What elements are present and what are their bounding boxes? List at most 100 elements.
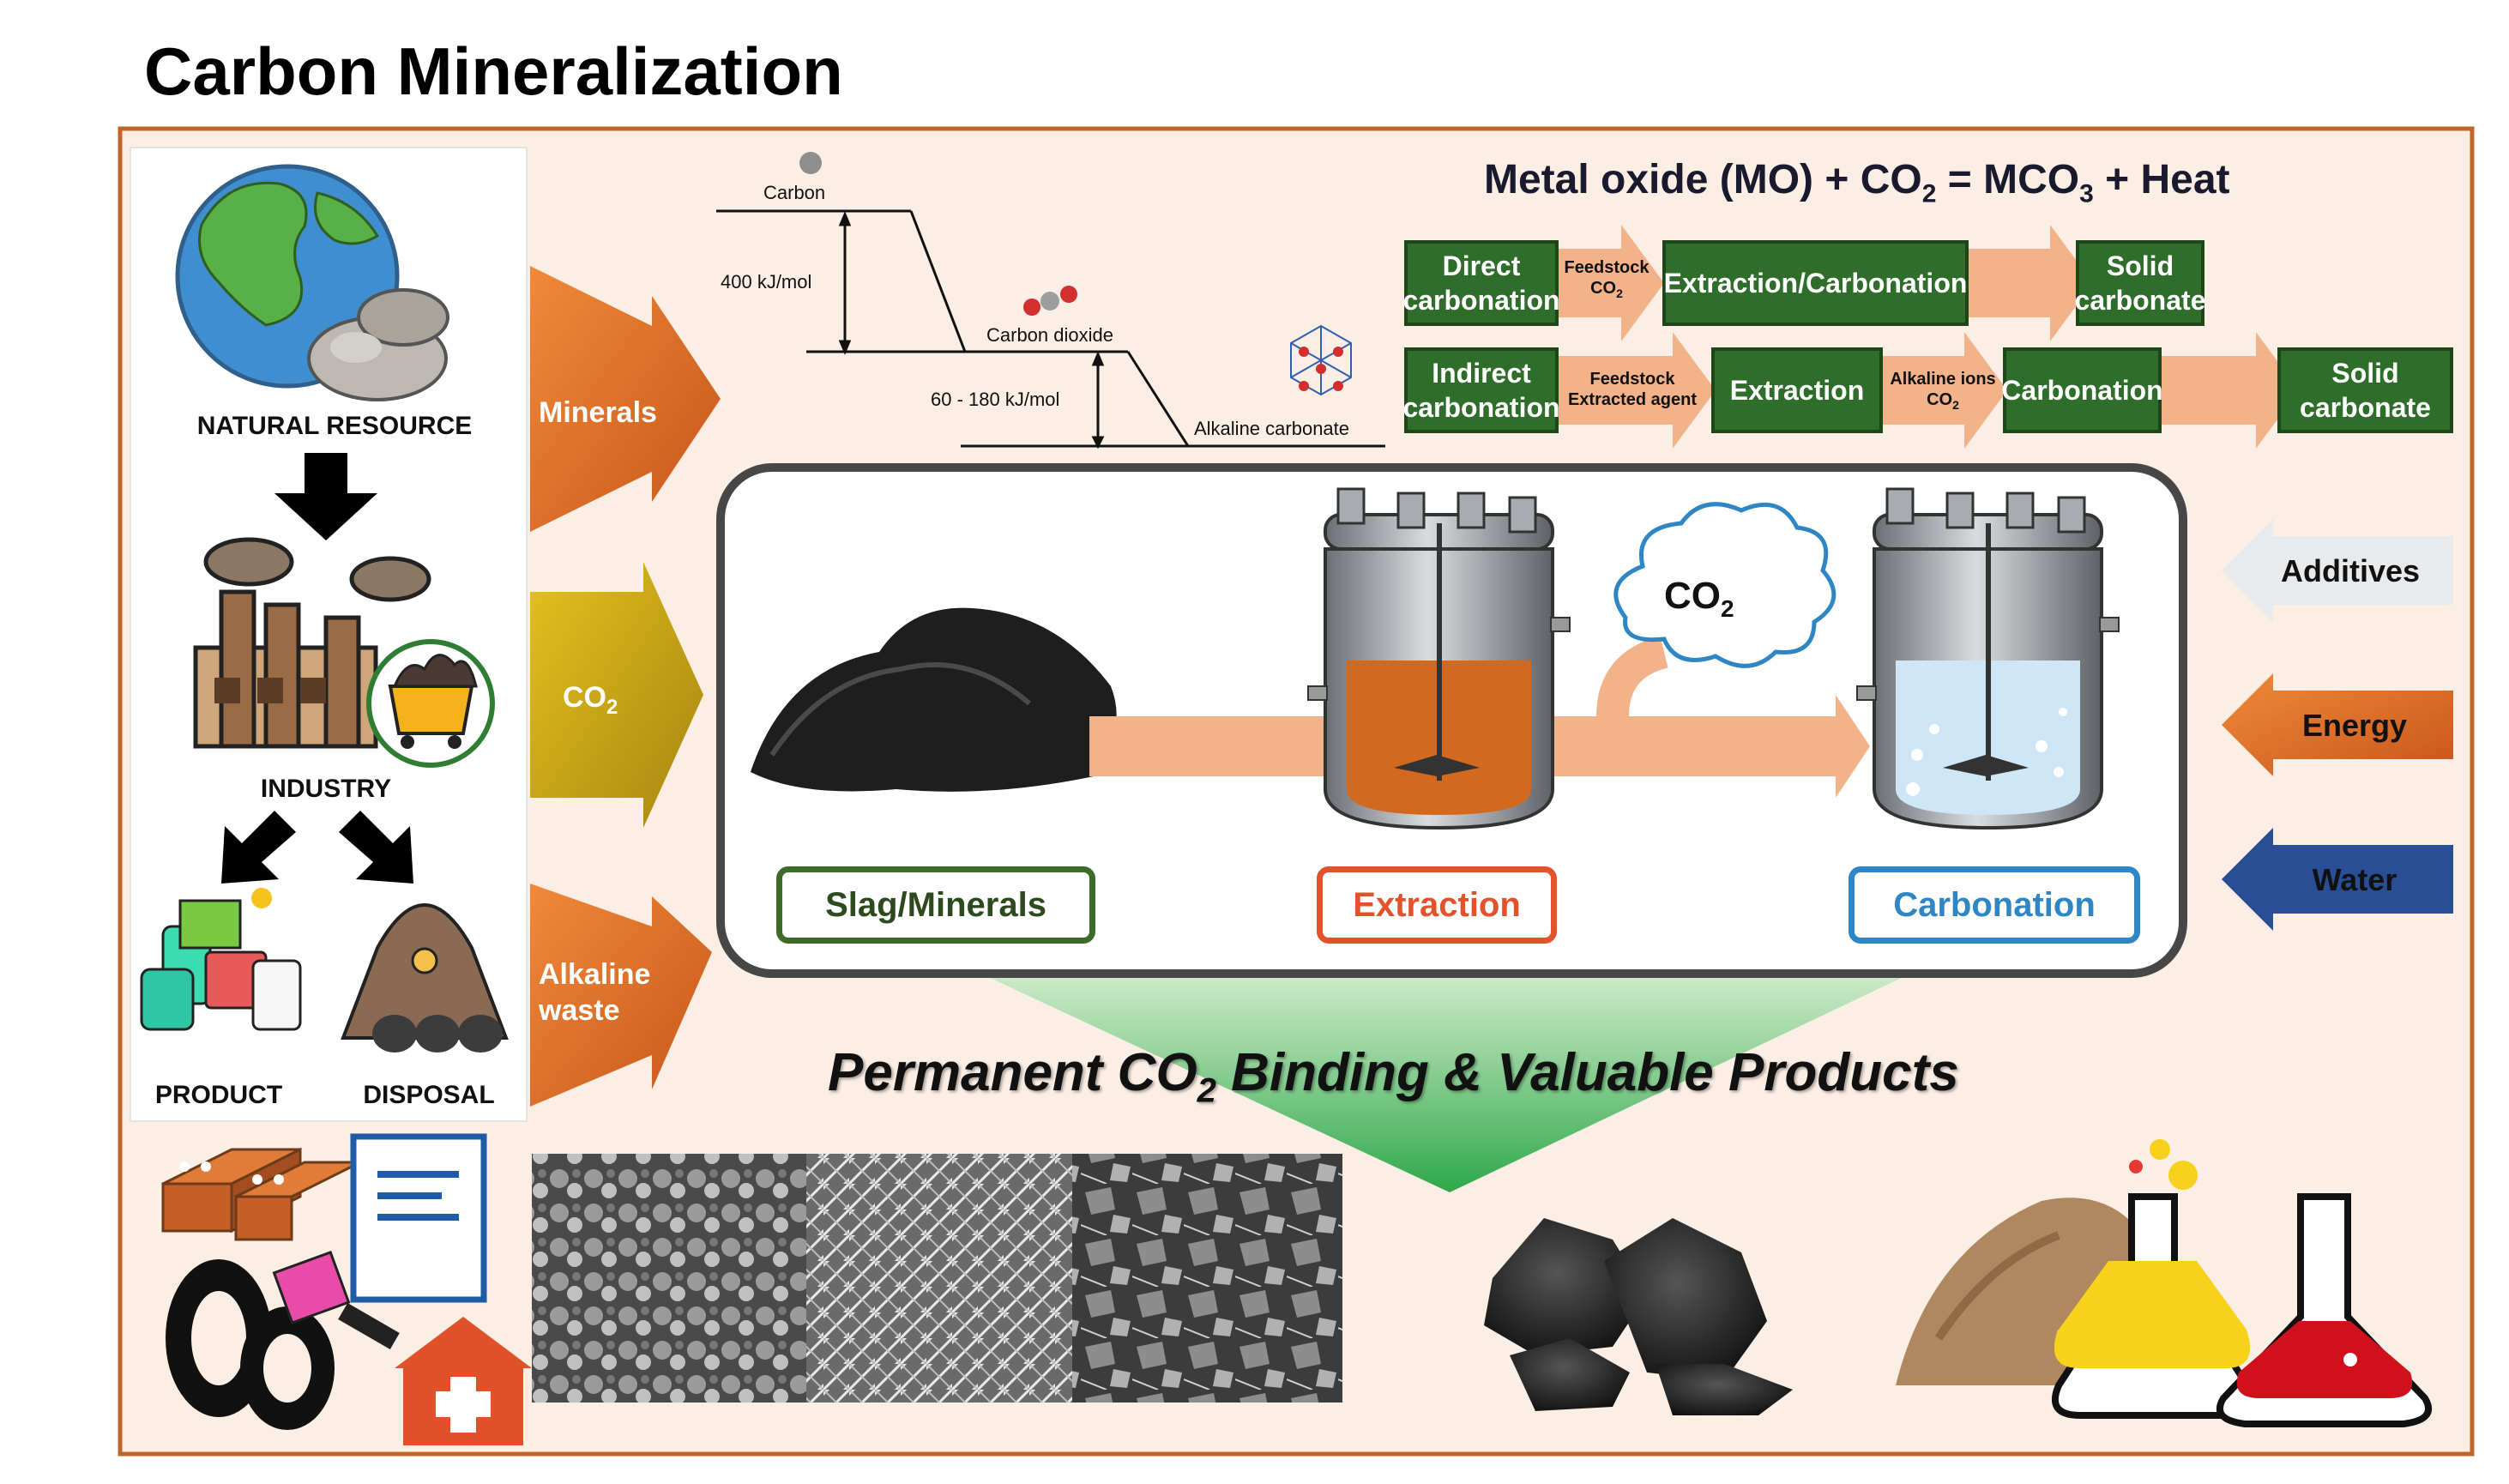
- co2-text: CO: [563, 681, 606, 714]
- banner-subscript: 2: [1197, 1071, 1216, 1110]
- box-extraction: Extraction: [1711, 347, 1883, 433]
- factory-icon: [193, 537, 431, 749]
- label-carbon: Carbon: [763, 182, 826, 203]
- label-alkaline-carbonate: Alkaline carbonate: [1194, 418, 1350, 439]
- reactor-icon: [1307, 487, 1571, 830]
- indirect-process-2: Carbonation: [2001, 375, 2163, 406]
- direct-label-1: Direct: [1442, 250, 1521, 281]
- reactor-icon-2: [1856, 487, 2120, 830]
- paint-icon: [272, 1250, 400, 1350]
- equation-part-1: Metal oxide (MO) + CO: [1484, 157, 1922, 202]
- down-left-arrow-icon: [221, 811, 296, 884]
- flask-icon-2: [2216, 1193, 2433, 1427]
- box-direct-solid-carbonate: Solid carbonate: [2074, 240, 2206, 326]
- co2-arrow: [530, 562, 703, 828]
- stage-carbonation: Carbonation: [1849, 866, 2140, 944]
- water-arrow: [2222, 828, 2453, 931]
- additives-arrow: [2222, 519, 2453, 622]
- carbon-atom: [799, 152, 822, 174]
- indirect-product-2: carbonate: [2300, 392, 2431, 423]
- slag-pile: [751, 607, 1117, 792]
- equation-part-3: + Heat: [2093, 157, 2230, 202]
- alkaline-waste-arrow: [530, 884, 712, 1107]
- indirect-feed-1: Feedstock: [1589, 370, 1675, 389]
- co2-cloud-text: CO: [1664, 575, 1721, 617]
- indirect-arrow-1: [1557, 332, 1716, 449]
- indirect-product-1: Solid: [2331, 358, 2399, 389]
- direct-product-2: carbonate: [2074, 285, 2206, 316]
- energy-arrow: [2222, 673, 2453, 776]
- sem-image-2: [806, 1154, 1072, 1403]
- stage-extraction: Extraction: [1317, 866, 1557, 944]
- box-carbonation: Carbonation: [2001, 347, 2163, 433]
- label-alkaline-waste: Alkaline waste: [539, 956, 650, 1029]
- carbonation-label: Carbonation: [1893, 885, 2096, 924]
- rocks-icon: [307, 288, 449, 401]
- indirect-alkaline-ions-label: Alkaline ions CO2: [1887, 369, 1999, 415]
- equation: Metal oxide (MO) + CO2 = MCO3 + Heat: [1484, 156, 2230, 209]
- label-minerals: Minerals: [539, 396, 657, 429]
- indirect-process-1: Extraction: [1729, 375, 1865, 406]
- page-title: Carbon Mineralization: [144, 33, 843, 109]
- indirect-mid-2-sub: 2: [1952, 398, 1959, 412]
- direct-feed-2: CO: [1590, 279, 1617, 298]
- equation-sub-1: 2: [1921, 179, 1937, 208]
- label-industry: INDUSTRY: [260, 775, 392, 803]
- co2-subscript: 2: [606, 695, 618, 719]
- extraction-label: Extraction: [1353, 885, 1521, 924]
- co2-cloud-subscript: 2: [1721, 594, 1734, 622]
- direct-feed-2-sub: 2: [1616, 287, 1623, 300]
- alkaline-waste-line-2: waste: [539, 994, 620, 1027]
- indirect-feed-2: Extracted agent: [1567, 390, 1698, 409]
- direct-feedstock-label: Feedstock CO2: [1559, 257, 1654, 304]
- banner-part-1: Permanent CO: [828, 1043, 1197, 1102]
- direct-process: Extraction/Carbonation: [1663, 268, 1968, 299]
- indirect-arrow-2: [1883, 332, 2007, 449]
- label-product: PRODUCT: [154, 1081, 283, 1109]
- co2-cloud-label: CO2: [1664, 575, 1734, 623]
- indirect-label-2: carbonation: [1402, 392, 1560, 423]
- product-icon: [140, 888, 302, 1031]
- minerals-arrow: [530, 266, 721, 532]
- label-disposal: DISPOSAL: [363, 1081, 495, 1109]
- direct-product-1: Solid: [2106, 250, 2174, 281]
- label-co2-input: CO2: [563, 679, 618, 726]
- disposal-icon: [341, 903, 509, 1053]
- equation-part-2: = MCO: [1936, 157, 2080, 202]
- alkaline-waste-line-1: Alkaline: [539, 958, 651, 991]
- document-icon: [350, 1133, 487, 1303]
- coal-icon: [1484, 1218, 1793, 1415]
- hospital-icon: [395, 1317, 532, 1445]
- equation-sub-2: 3: [2079, 179, 2094, 208]
- indirect-mid-2: CO: [1927, 390, 1953, 409]
- sem-image-3: [1072, 1154, 1342, 1403]
- label-energy: Energy: [2301, 708, 2408, 743]
- indirect-arrow-3: [2162, 332, 2299, 449]
- indirect-mid-1: Alkaline ions: [1890, 370, 1996, 389]
- stage-slag-minerals: Slag/Minerals: [776, 866, 1095, 944]
- label-natural-resource: NATURAL RESOURCE: [196, 412, 473, 440]
- box-direct-carbonation: Direct carbonation: [1402, 240, 1560, 326]
- co2-molecule: [1023, 286, 1077, 316]
- slag-label: Slag/Minerals: [825, 885, 1046, 924]
- co2-cloud-icon: [1613, 502, 1837, 668]
- banner-part-2: Binding & Valuable Products: [1215, 1043, 1959, 1102]
- products-funnel-arrow: [935, 952, 1956, 1192]
- banner-permanent-co2: Permanent CO2 Binding & Valuable Product…: [828, 1042, 1959, 1110]
- label-energy-60-180: 60 - 180 kJ/mol: [931, 389, 1060, 410]
- direct-label-2: carbonation: [1402, 285, 1560, 316]
- label-energy-400: 400 kJ/mol: [721, 271, 812, 293]
- label-carbon-dioxide: Carbon dioxide: [986, 324, 1113, 346]
- down-arrow-icon: [274, 453, 377, 540]
- energy-diagram: [716, 209, 1385, 449]
- direct-arrow-1: [1557, 225, 1664, 341]
- label-additives: Additives: [2280, 553, 2421, 588]
- coal-cart-icon: [366, 639, 495, 768]
- crystal-structure: [1290, 324, 1352, 396]
- indirect-label-1: Indirect: [1432, 358, 1531, 389]
- direct-arrow-2: [1964, 225, 2093, 341]
